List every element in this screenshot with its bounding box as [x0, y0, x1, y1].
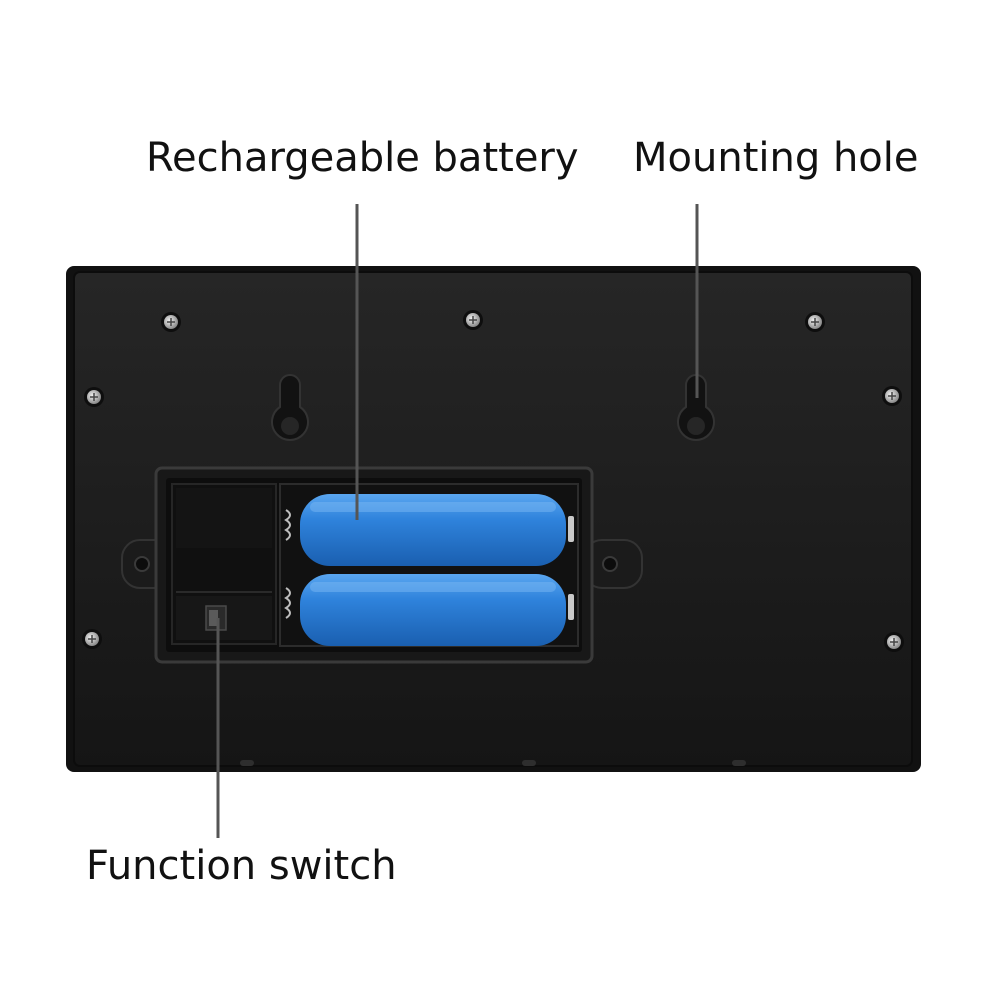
screw-icon: [884, 632, 904, 652]
screw-icon: [84, 387, 104, 407]
panel-notches: [240, 760, 746, 766]
battery-contact-icon: [568, 516, 574, 620]
screw-icon: [882, 386, 902, 406]
label-mounting-hole: Mounting hole: [633, 135, 919, 181]
mounting-hole-left: [271, 374, 309, 441]
screw-icon: [463, 310, 483, 330]
function-switch[interactable]: [205, 605, 227, 631]
battery-spring-icon: [284, 509, 291, 619]
screw-icon: [82, 629, 102, 649]
rechargeable-battery: [300, 574, 566, 646]
screw-icon: [805, 312, 825, 332]
label-rechargeable-battery: Rechargeable battery: [146, 135, 579, 181]
rechargeable-battery: [300, 494, 566, 566]
label-function-switch: Function switch: [86, 843, 397, 889]
screw-icon: [161, 312, 181, 332]
compartment-ear-right: [583, 539, 643, 589]
